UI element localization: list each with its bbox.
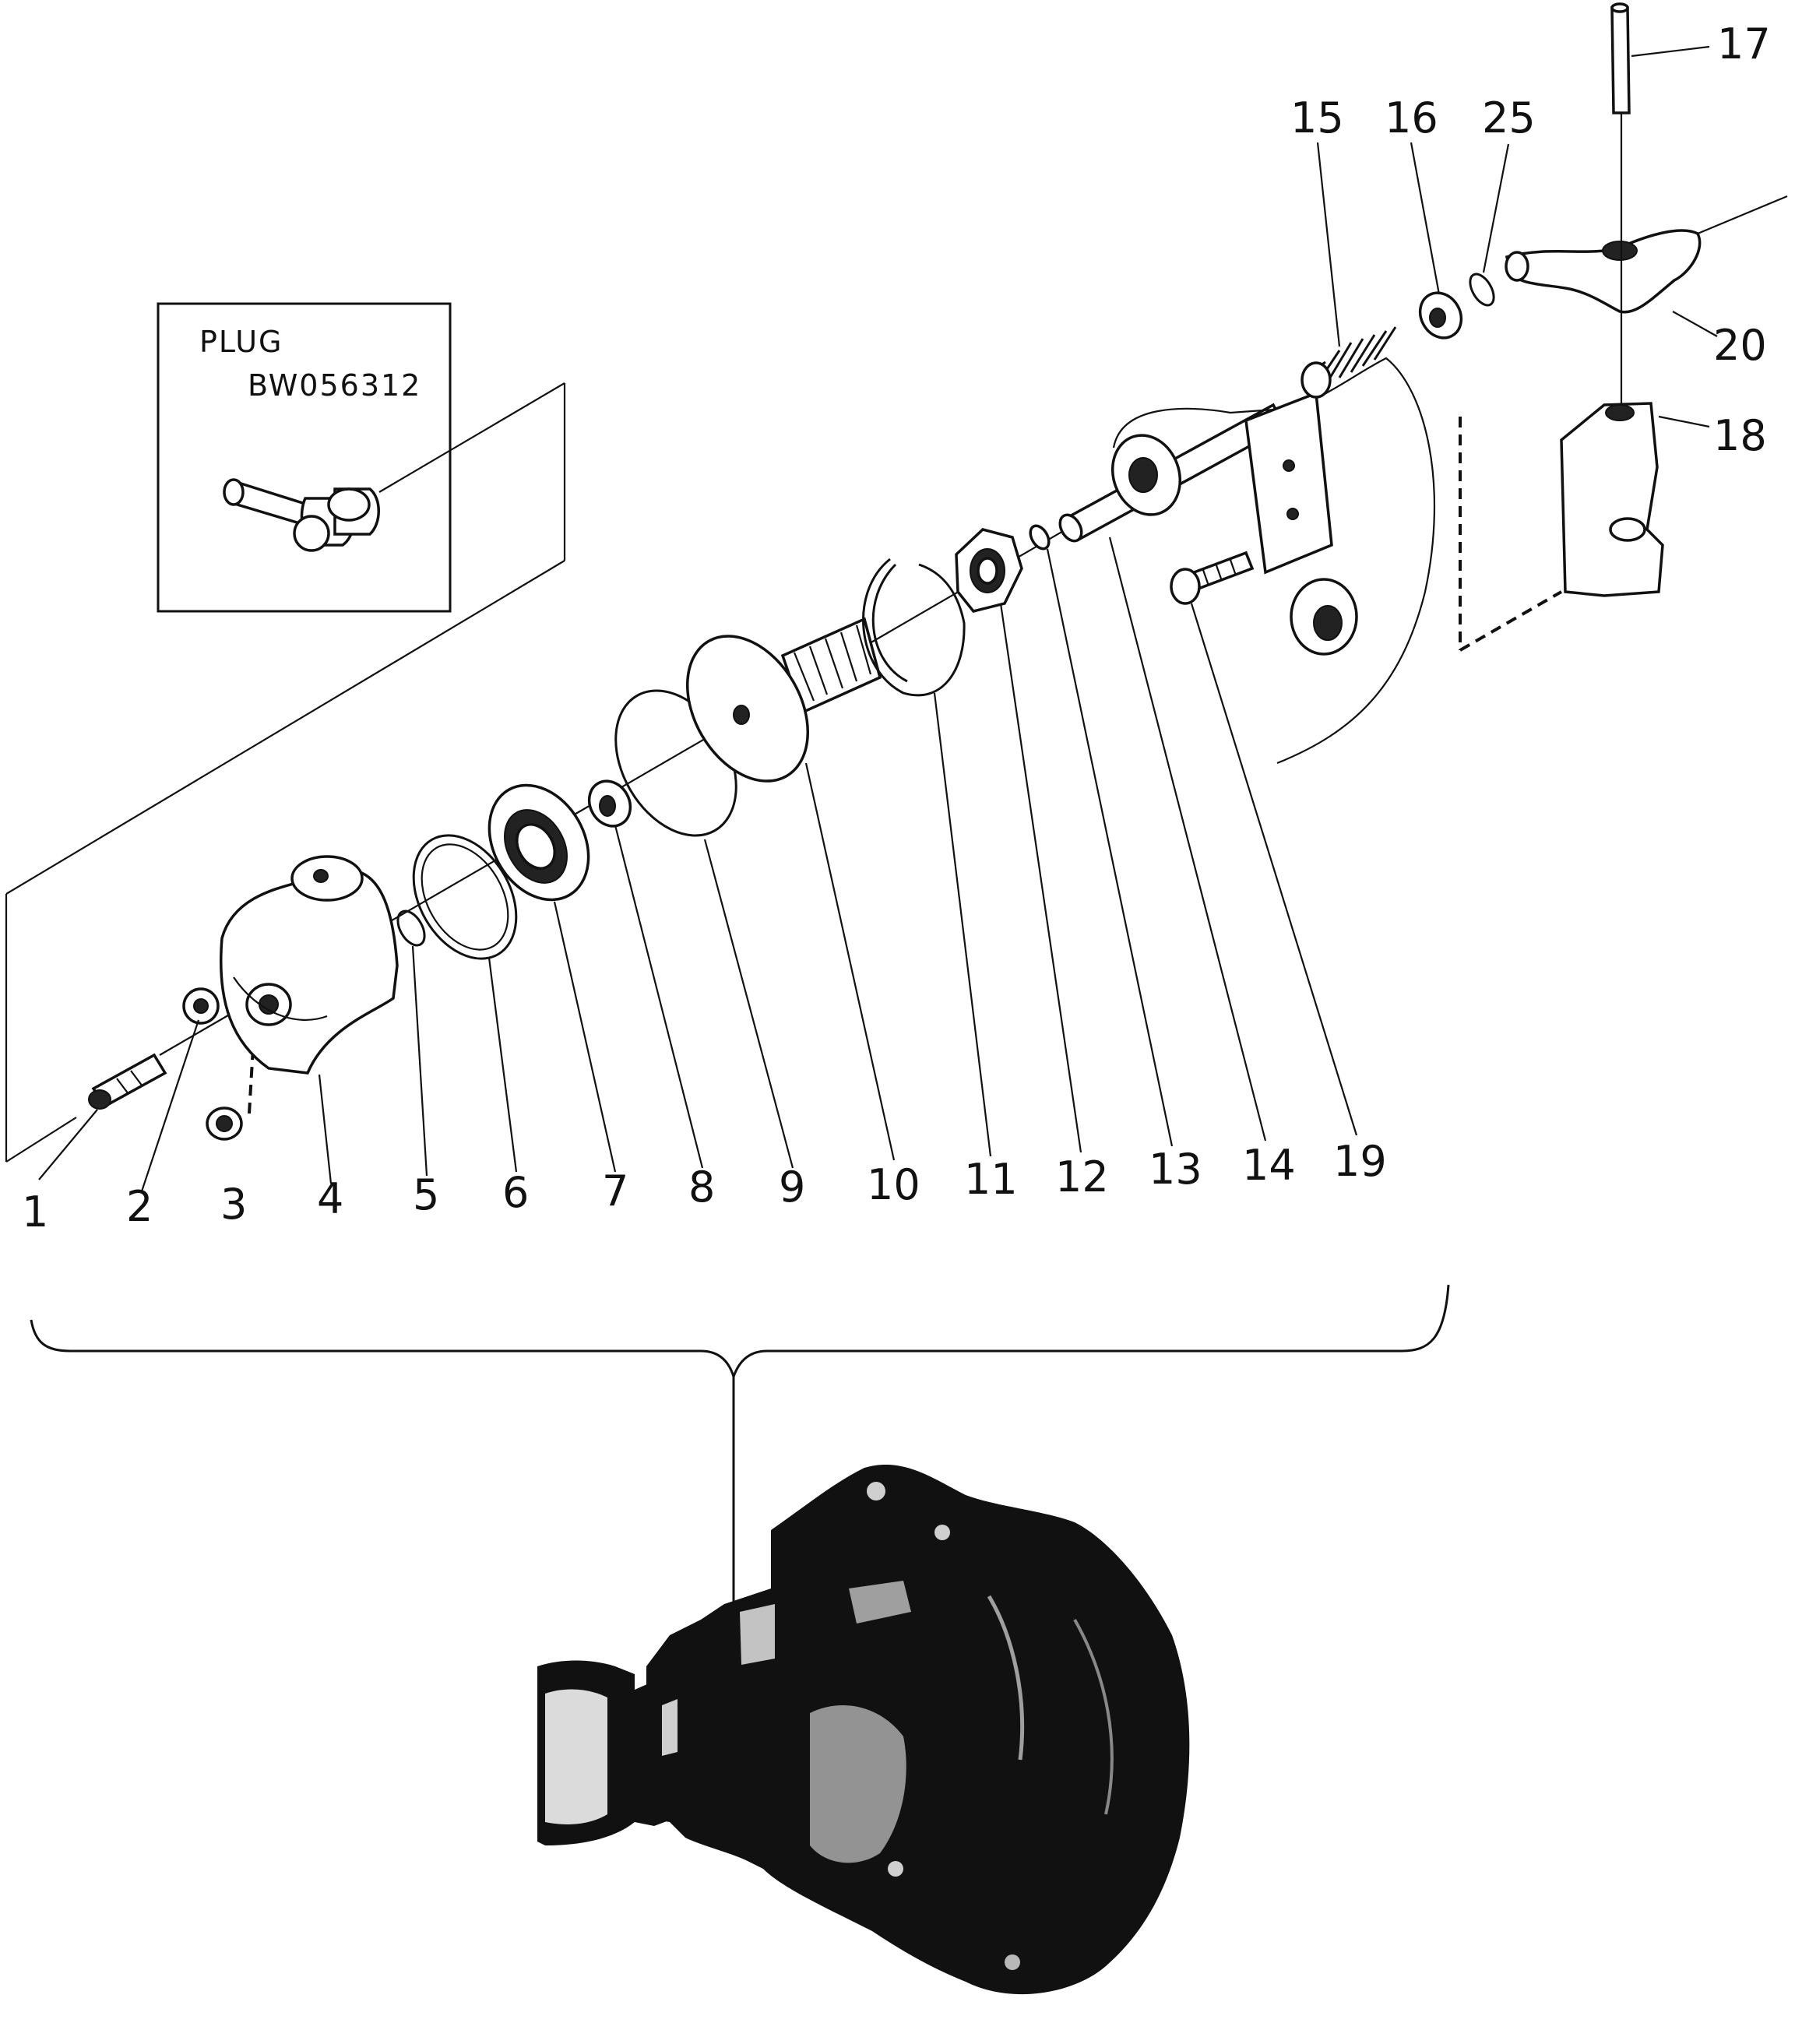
part-20-lever	[1505, 195, 1788, 314]
callout-8: 8	[688, 1163, 715, 1212]
part-19-bolt	[1170, 551, 1255, 605]
part-15-spring	[1300, 326, 1397, 399]
callout-1: 1	[22, 1187, 48, 1237]
part-4-cylinder-housing	[220, 855, 399, 1075]
callout-6: 6	[502, 1168, 529, 1217]
callout-9: 9	[779, 1163, 805, 1212]
part-16-bushing	[1418, 291, 1463, 339]
part-2-nut	[182, 987, 220, 1025]
part-7-seal-retainer	[487, 783, 590, 902]
callout-13: 13	[1149, 1145, 1202, 1194]
plug-icon	[223, 478, 380, 552]
part-11-snap-ring	[862, 558, 966, 697]
callout-15: 15	[1290, 93, 1344, 142]
inset-title: PLUG	[199, 325, 283, 359]
callout-11: 11	[964, 1155, 1018, 1204]
inset-leader	[378, 382, 565, 493]
part-6-o-ring	[412, 834, 518, 960]
case-outline	[1110, 357, 1436, 765]
plug-inset: PLUG BW056312	[157, 302, 565, 613]
callout-10: 10	[867, 1160, 920, 1209]
callout-12: 12	[1055, 1152, 1109, 1201]
callout-14: 14	[1242, 1141, 1296, 1190]
inset-part-number: BW056312	[248, 368, 421, 403]
callout-16: 16	[1385, 93, 1438, 142]
part-8-seal	[587, 779, 632, 828]
part-12-lock-nut	[955, 528, 1023, 613]
callout-17: 17	[1717, 19, 1771, 69]
leader-lines	[38, 45, 1718, 1192]
callout-19: 19	[1333, 1137, 1387, 1186]
callout-4: 4	[317, 1174, 343, 1223]
callout-25: 25	[1482, 93, 1536, 142]
callout-20: 20	[1713, 321, 1767, 370]
assembled-unit-image	[537, 1464, 1190, 1995]
exploded-group-frame	[5, 383, 566, 1163]
part-1-bleeder-screw	[88, 1053, 167, 1110]
part-5-snap-ring	[396, 909, 426, 947]
callout-labels: 1 2 3 4 5 6 7 8 9 10 11 12 13 14 19 15 1…	[22, 19, 1771, 1237]
part-18-bracket	[1459, 402, 1664, 652]
part-25-spring-washer	[1469, 273, 1495, 307]
part-17-rod	[1610, 2, 1631, 405]
callout-3: 3	[220, 1180, 247, 1229]
callout-18: 18	[1713, 411, 1767, 460]
callout-2: 2	[126, 1182, 153, 1231]
callout-7: 7	[602, 1166, 628, 1215]
callout-5: 5	[413, 1170, 439, 1219]
part-13-washer	[1029, 524, 1051, 551]
part-3-plug	[206, 1038, 268, 1141]
part-10-piston	[685, 617, 882, 783]
